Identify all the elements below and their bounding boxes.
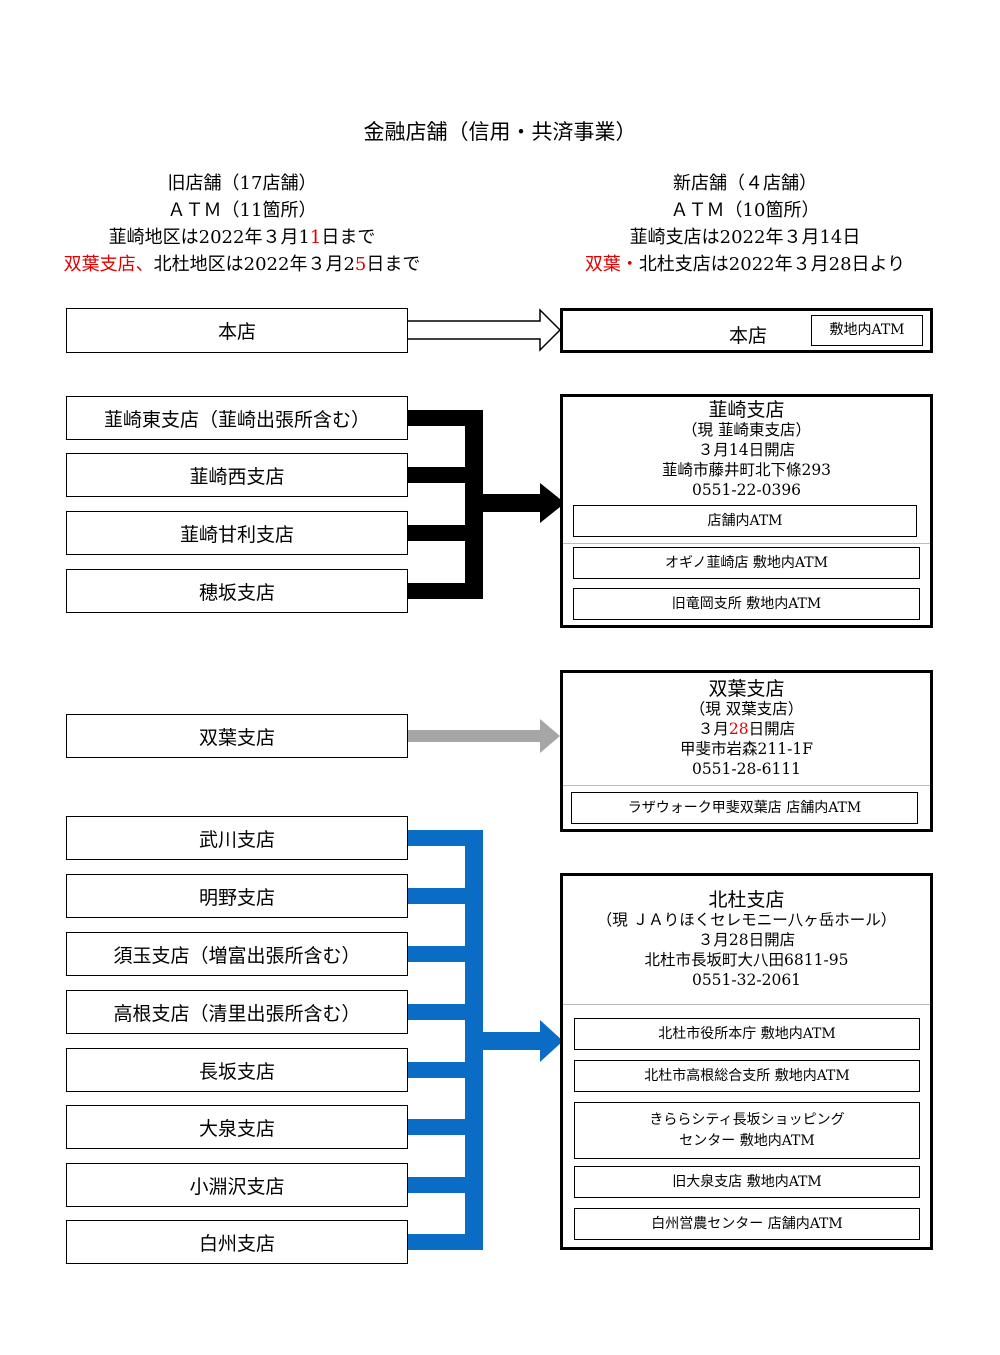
new-hokuto-info: 北杜支店 （現 ＪＡりほくセレモニー八ヶ岳ホール） ３月28日開店 北杜市長坂町…: [563, 890, 930, 990]
divider: [563, 543, 930, 544]
new-futaba-tel: 0551-28-6111: [691, 760, 802, 778]
new-futaba-box: 双葉支店 （現 双葉支店） ３月28日開店 甲斐市岩森211-1F 0551-2…: [560, 670, 933, 832]
new-hokuto-name: 北杜支店: [708, 889, 785, 911]
new-honten-name: 本店: [728, 325, 767, 347]
old-nirasaki-nishi-box: 韮崎西支店: [66, 453, 408, 497]
old-mukawa-box: 武川支店: [66, 816, 408, 860]
new-futaba-hokuto-open: 双葉・北杜支店は2022年３月28日より: [584, 254, 906, 275]
new-hokuto-atm-2: 北杜市高根総合支所 敷地内ATM: [574, 1060, 920, 1092]
old-futaba-box: 双葉支店: [66, 714, 408, 758]
old-nirasaki-higashi-box: 韮崎東支店（韮崎出張所含む）: [66, 396, 408, 440]
futaba-arrow: [407, 719, 560, 753]
new-hokuto-atm-3-line1: きららシティ長坂ショッピング: [649, 1111, 845, 1128]
new-nirasaki-info: 韮崎支店 （現 韮崎東支店） ３月14日開店 韮崎市藤井町北下條293 0551…: [563, 400, 930, 500]
new-stores-count: 新店舗（４店舗）: [673, 173, 817, 194]
new-stores-header: 新店舗（４店舗） ＡＴＭ（10箇所） 韮崎支店は2022年３月14日 双葉・北杜…: [555, 170, 935, 278]
new-nirasaki-former: （現 韮崎東支店）: [682, 421, 811, 439]
old-nirasaki-amari-box: 韮崎甘利支店: [66, 511, 408, 555]
new-nirasaki-address: 韮崎市藤井町北下條293: [661, 461, 832, 479]
new-nirasaki-name: 韮崎支店: [708, 399, 785, 421]
nirasaki-merge-connector: [407, 410, 565, 599]
old-oizumi-box: 大泉支店: [66, 1105, 408, 1149]
new-hokuto-atm-4: 旧大泉支店 敷地内ATM: [574, 1166, 920, 1198]
divider: [563, 785, 930, 786]
new-honten-box: 本店 敷地内ATM: [560, 308, 933, 353]
divider: [563, 1004, 930, 1005]
old-futaba-hokuto-end: 双葉支店、北杜地区は2022年３月25日まで: [63, 254, 421, 275]
old-nagasaka-box: 長坂支店: [66, 1048, 408, 1092]
new-futaba-address: 甲斐市岩森211-1F: [680, 740, 813, 758]
old-atm-count: ＡＴＭ（11箇所）: [167, 200, 317, 221]
new-hokuto-tel: 0551-32-2061: [691, 971, 802, 989]
new-nirasaki-atm-3: 旧竜岡支所 敷地内ATM: [573, 588, 920, 620]
new-nirasaki-tel: 0551-22-0396: [691, 481, 802, 499]
new-futaba-info: 双葉支店 （現 双葉支店） ３月28日開店 甲斐市岩森211-1F 0551-2…: [563, 679, 930, 779]
old-honten-box: 本店: [66, 308, 408, 353]
old-stores-count: 旧店舗（17店舗）: [167, 173, 317, 194]
new-hokuto-atm-1: 北杜市役所本庁 敷地内ATM: [574, 1018, 920, 1050]
new-nirasaki-atm-1: 店舗内ATM: [573, 505, 917, 537]
new-hokuto-atm-3-line2: センター 敷地内ATM: [679, 1132, 815, 1149]
old-akeno-box: 明野支店: [66, 874, 408, 918]
old-hakushu-box: 白州支店: [66, 1220, 408, 1264]
old-takane-box: 高根支店（清里出張所含む）: [66, 990, 408, 1034]
old-hosaka-box: 穂坂支店: [66, 569, 408, 613]
new-futaba-name: 双葉支店: [708, 678, 785, 700]
new-nirasaki-atm-2: オギノ韮崎店 敷地内ATM: [573, 547, 920, 579]
old-sutama-box: 須玉支店（増富出張所含む）: [66, 932, 408, 976]
hokuto-merge-connector: [407, 830, 563, 1250]
new-hokuto-address: 北杜市長坂町大八田6811-95: [644, 951, 849, 969]
new-nirasaki-open: 韮崎支店は2022年３月14日: [629, 227, 861, 248]
old-stores-header: 旧店舗（17店舗） ＡＴＭ（11箇所） 韮崎地区は2022年３月11日まで 双葉…: [62, 170, 422, 278]
page-title: 金融店舗（信用・共済事業）: [363, 120, 637, 144]
old-kobuchizawa-box: 小淵沢支店: [66, 1163, 408, 1207]
new-hokuto-open: ３月28日開店: [697, 931, 796, 949]
new-futaba-atm-1: ラザウォーク甲斐双葉店 店舗内ATM: [571, 792, 918, 824]
old-nirasaki-end: 韮崎地区は2022年３月11日まで: [108, 227, 376, 248]
honten-arrow: [406, 308, 562, 352]
new-hokuto-atm-3: きららシティ長坂ショッピング センター 敷地内ATM: [574, 1102, 920, 1159]
new-futaba-open: ３月28日開店: [697, 720, 796, 738]
new-nirasaki-box: 韮崎支店 （現 韮崎東支店） ３月14日開店 韮崎市藤井町北下條293 0551…: [560, 394, 933, 628]
new-hokuto-atm-5: 白州営農センター 店舗内ATM: [574, 1208, 920, 1240]
new-nirasaki-open: ３月14日開店: [697, 441, 796, 459]
new-hokuto-box: 北杜支店 （現 ＪＡりほくセレモニー八ヶ岳ホール） ３月28日開店 北杜市長坂町…: [560, 873, 933, 1250]
new-honten-atm: 敷地内ATM: [811, 315, 923, 346]
new-hokuto-former: （現 ＪＡりほくセレモニー八ヶ岳ホール）: [596, 911, 897, 929]
new-futaba-former: （現 双葉支店）: [689, 700, 804, 718]
new-atm-count: ＡＴＭ（10箇所）: [670, 200, 820, 221]
